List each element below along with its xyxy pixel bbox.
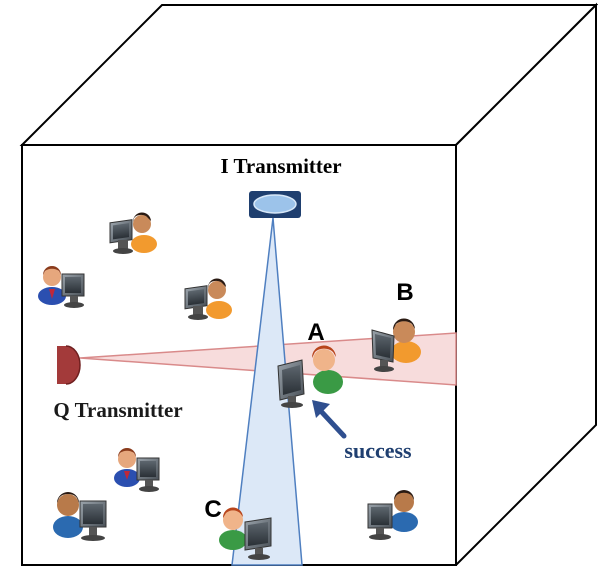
user-blue-bottom-left [53,492,107,541]
user-orange-top [109,212,157,254]
q-transmitter-device [57,345,81,385]
success-label: success [344,438,412,463]
user-b [371,318,421,372]
user-blue-mid-bottom [114,448,160,492]
i-transmitter-device [249,191,301,218]
room-cube [19,2,598,566]
user-c [219,507,272,560]
success-arrow [312,400,347,439]
user-c-label: C [204,496,221,523]
user-a [277,345,343,408]
user-orange-mid [184,278,232,320]
q-transmitter-label: Q Transmitter [53,398,182,422]
user-a-label: A [307,319,324,346]
i-transmitter-label: I Transmitter [220,154,341,178]
user-b-label: B [396,279,413,306]
user-blue-bottom-right [367,490,418,540]
user-blue-left [38,266,85,308]
